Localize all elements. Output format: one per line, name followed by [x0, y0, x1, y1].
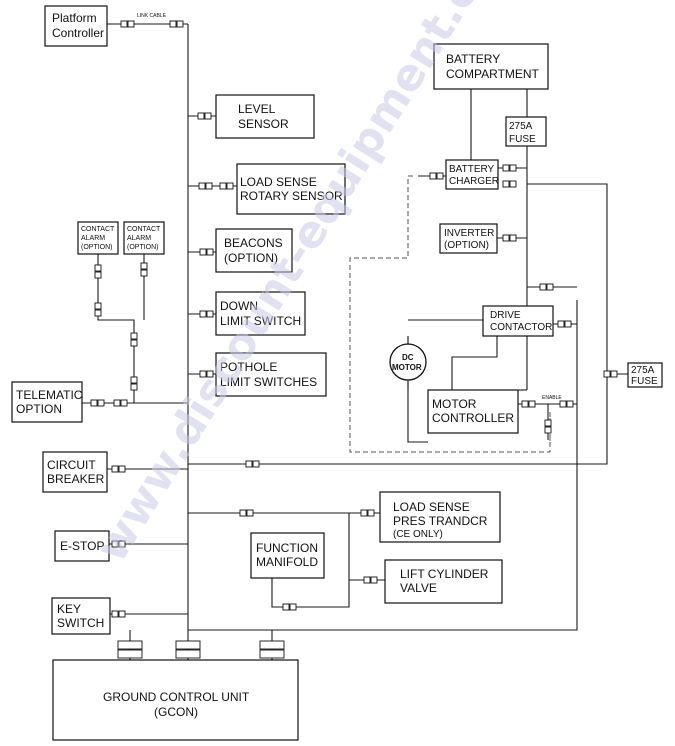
- load-sense-pres-trandcr: LOAD SENSE PRES TRANDCR (CE ONLY): [379, 491, 501, 543]
- svg-text:INVERTER: INVERTER: [444, 228, 494, 239]
- svg-text:DOWN: DOWN: [220, 299, 258, 313]
- svg-text:CONTACT: CONTACT: [127, 226, 161, 233]
- svg-text:FUSE: FUSE: [631, 376, 658, 387]
- svg-text:ALARM: ALARM: [127, 235, 151, 242]
- svg-text:MOTOR: MOTOR: [392, 363, 422, 372]
- svg-text:SWITCH: SWITCH: [57, 616, 104, 630]
- fuse-275a-main: 275A FUSE: [505, 116, 547, 147]
- lift-cylinder-valve: LIFT CYLINDER VALVE: [384, 559, 503, 604]
- connector-plugs: [90, 20, 618, 659]
- svg-text:CONTACT: CONTACT: [81, 226, 115, 233]
- e-stop: E-STOP: [54, 530, 110, 562]
- svg-text:LIFT CYLINDER: LIFT CYLINDER: [400, 567, 489, 581]
- svg-text:DC: DC: [402, 353, 414, 362]
- svg-text:BATTERY: BATTERY: [446, 52, 500, 66]
- svg-text:FUSE: FUSE: [509, 134, 536, 145]
- svg-text:275A: 275A: [631, 365, 655, 376]
- svg-text:POTHOLE: POTHOLE: [220, 360, 277, 374]
- svg-text:Platform: Platform: [52, 11, 97, 25]
- contact-alarm-option-1: CONTACT ALARM (OPTION): [77, 221, 119, 255]
- beacons-option: BEACONS (OPTION): [215, 228, 293, 273]
- svg-text:CIRCUIT: CIRCUIT: [47, 458, 96, 472]
- function-manifold: FUNCTION MANIFOLD: [250, 532, 325, 579]
- level-sensor: LEVEL SENSOR: [215, 94, 315, 139]
- svg-text:E-STOP: E-STOP: [60, 539, 104, 553]
- svg-text:LIMIT SWITCH: LIMIT SWITCH: [220, 314, 301, 328]
- enable-label: ENABLE: [542, 395, 562, 401]
- svg-text:CONTACTOR: CONTACTOR: [490, 322, 552, 333]
- inverter-option: INVERTER (OPTION): [439, 223, 498, 254]
- svg-text:275A: 275A: [509, 121, 533, 132]
- svg-text:BEACONS: BEACONS: [224, 236, 283, 250]
- fuse-275a-right: 275A FUSE: [627, 362, 663, 388]
- svg-text:LOAD SENSE: LOAD SENSE: [393, 500, 470, 514]
- svg-text:CONTROLLER: CONTROLLER: [432, 411, 514, 425]
- svg-text:OPTION: OPTION: [16, 402, 62, 416]
- svg-text:LIMIT SWITCHES: LIMIT SWITCHES: [220, 375, 317, 389]
- svg-text:BATTERY: BATTERY: [449, 164, 495, 175]
- link-cable-label: LINK CABLE: [137, 13, 167, 19]
- svg-text:FUNCTION: FUNCTION: [256, 541, 318, 555]
- key-switch: KEY SWITCH: [51, 597, 111, 635]
- svg-text:COMPARTMENT: COMPARTMENT: [446, 67, 540, 81]
- svg-text:(OPTION): (OPTION): [127, 244, 159, 251]
- svg-text:(CE ONLY): (CE ONLY): [393, 529, 443, 540]
- svg-text:MOTOR: MOTOR: [432, 397, 477, 411]
- svg-text:MANIFOLD: MANIFOLD: [256, 555, 318, 569]
- drive-contactor: DRIVE CONTACTOR: [482, 305, 554, 337]
- svg-text:SENSOR: SENSOR: [238, 117, 289, 131]
- svg-text:DRIVE: DRIVE: [490, 310, 521, 321]
- down-limit-switch: DOWN LIMIT SWITCH: [215, 291, 306, 336]
- svg-text:KEY: KEY: [57, 602, 81, 616]
- svg-text:PRES TRANDCR: PRES TRANDCR: [393, 514, 488, 528]
- telematic-option: TELEMATIC OPTION: [11, 381, 83, 423]
- svg-text:GROUND CONTROL UNIT: GROUND CONTROL UNIT: [103, 690, 250, 704]
- svg-text:ROTARY SENSOR: ROTARY SENSOR: [240, 189, 343, 203]
- svg-text:Controller: Controller: [52, 26, 104, 40]
- dc-motor: DC MOTOR: [389, 343, 427, 381]
- circuit-breaker: CIRCUIT BREAKER: [42, 451, 108, 493]
- svg-text:BREAKER: BREAKER: [47, 472, 105, 486]
- contact-alarm-option-2: CONTACT ALARM (OPTION): [123, 221, 165, 255]
- svg-text:(OPTION): (OPTION): [224, 251, 278, 265]
- battery-compartment: BATTERY COMPARTMENT: [433, 43, 549, 90]
- svg-text:(OPTION): (OPTION): [81, 244, 113, 251]
- load-sense-rotary-sensor: LOAD SENSE ROTARY SENSOR: [236, 163, 346, 215]
- wires: [82, 23, 628, 660]
- motor-controller: MOTOR CONTROLLER: [427, 389, 519, 434]
- platform-controller: Platform Controller: [44, 5, 108, 47]
- pothole-limit-switches: POTHOLE LIMIT SWITCHES: [215, 352, 327, 397]
- svg-text:ALARM: ALARM: [81, 235, 105, 242]
- battery-charger: BATTERY CHARGER: [445, 159, 499, 190]
- svg-text:LOAD SENSE: LOAD SENSE: [240, 175, 317, 189]
- ground-control-unit: GROUND CONTROL UNIT (GCON): [52, 659, 299, 741]
- svg-text:LEVEL: LEVEL: [238, 102, 276, 116]
- svg-text:VALVE: VALVE: [400, 581, 437, 595]
- svg-text:TELEMATIC: TELEMATIC: [16, 388, 83, 402]
- svg-text:(GCON): (GCON): [154, 705, 198, 719]
- svg-text:CHARGER: CHARGER: [449, 176, 499, 187]
- svg-text:(OPTION): (OPTION): [444, 240, 489, 251]
